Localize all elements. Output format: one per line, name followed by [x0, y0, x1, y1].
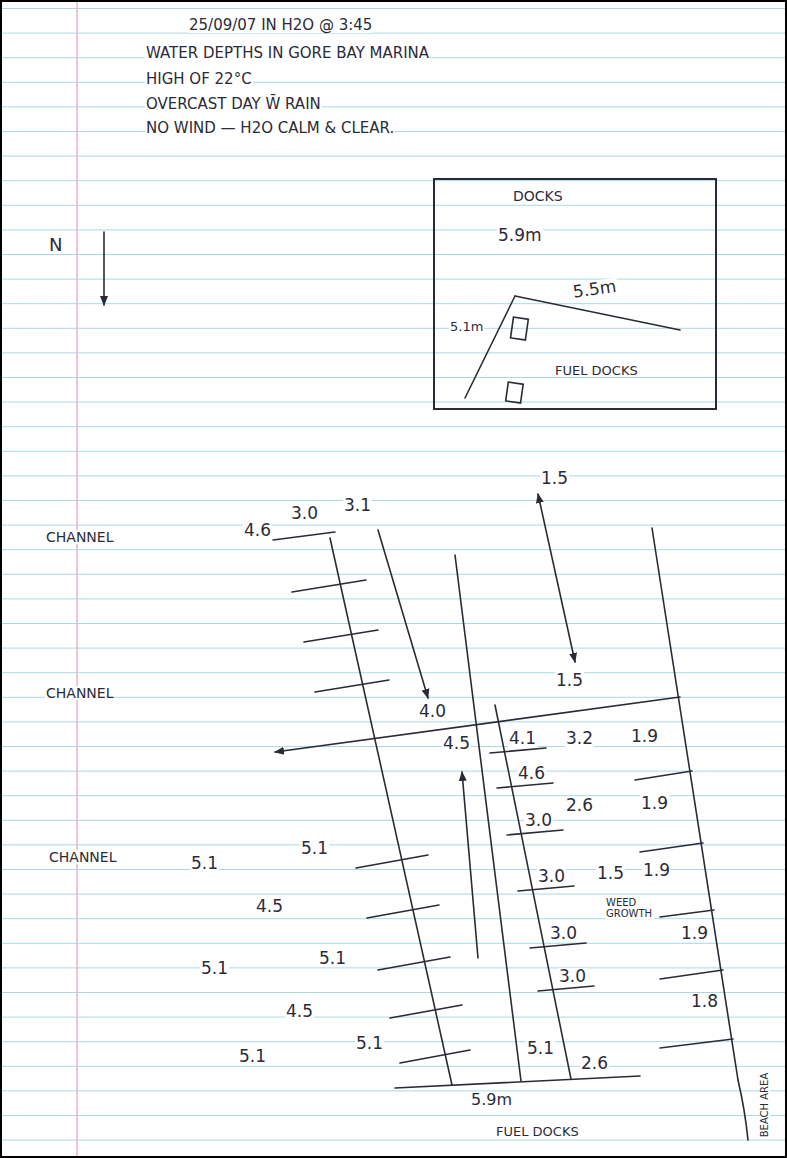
depth-value: 1.9: [630, 728, 659, 745]
depth-value: 5.1: [526, 1040, 555, 1057]
slip-finger: [390, 1005, 462, 1018]
depth-value: 1.9: [642, 862, 671, 879]
depth-value: 4.5: [255, 898, 284, 915]
depth-value: 5.9m: [470, 1092, 513, 1108]
depth-value: 2.6: [580, 1055, 609, 1072]
depth-arrow: [538, 494, 575, 662]
field-note: OVERCAST DAY W̄ RAIN: [145, 97, 322, 112]
pier-line: [455, 555, 521, 1081]
depth-arrow: [462, 772, 478, 958]
depth-note: 5.9m: [497, 227, 543, 244]
slip-finger: [518, 886, 574, 891]
slip-finger: [530, 943, 586, 948]
depth-value: 5.1: [190, 855, 219, 872]
slip-finger: [660, 910, 714, 917]
depth-value: 1.5: [540, 470, 569, 487]
sketch-title: WATER DEPTHS IN GORE BAY MARINA: [145, 46, 430, 61]
depth-value: 5.1: [300, 840, 329, 857]
slip-finger: [367, 905, 439, 918]
depth-value: 3.0: [290, 505, 319, 522]
depth-value: 4.6: [243, 522, 272, 539]
fuel-dock-symbol: [511, 317, 529, 340]
slip-finger: [640, 843, 703, 852]
slip-finger: [304, 630, 378, 642]
area-label: FUEL DOCKS: [495, 1125, 580, 1138]
depth-value: 5.1: [200, 960, 229, 977]
depth-value: 1.5: [596, 865, 625, 882]
field-note: NO WIND — H2O CALM & CLEAR.: [145, 121, 395, 136]
depth-value: 3.0: [524, 812, 553, 829]
fuel-dock-line: [395, 1076, 640, 1088]
slip-finger: [490, 748, 546, 753]
depth-value: 5.1: [238, 1048, 267, 1065]
depth-value: 3.0: [558, 968, 587, 985]
depth-value: 2.6: [565, 797, 594, 814]
depth-value: 3.2: [565, 730, 594, 747]
depth-value: 5.1: [355, 1035, 384, 1052]
depth-value: 4.6: [517, 765, 546, 782]
pier-line: [495, 705, 571, 1079]
slip-finger: [315, 680, 389, 692]
pier-line: [330, 538, 452, 1085]
slip-finger: [507, 830, 563, 835]
slip-finger: [497, 783, 553, 788]
field-note: HIGH OF 22°C: [145, 72, 253, 87]
slip-finger: [660, 970, 723, 979]
area-label: BEACH AREA: [760, 1072, 770, 1138]
north-arrow: [103, 232, 105, 305]
slip-finger: [660, 1039, 733, 1048]
area-label: WEED GROWTH: [605, 898, 655, 919]
cross-pier: [275, 697, 680, 752]
depth-note: DOCKS: [512, 189, 564, 203]
slip-finger: [400, 1050, 470, 1063]
depth-value: 5.1: [318, 950, 347, 967]
margin-line: [76, 0, 78, 1158]
depth-value: 3.0: [537, 868, 566, 885]
depth-arrow: [378, 530, 428, 698]
depth-note: FUEL DOCKS: [554, 364, 639, 377]
channel-label: CHANNEL: [48, 850, 117, 864]
depth-value: 4.5: [442, 735, 471, 752]
depth-value: 1.8: [690, 993, 719, 1010]
depth-value: 4.0: [418, 703, 447, 720]
slip-finger: [292, 580, 366, 592]
depth-value: 4.1: [508, 730, 537, 747]
depth-note: 5.1m: [449, 320, 484, 333]
depth-value: 1.9: [640, 795, 669, 812]
depth-value: 1.9: [680, 925, 709, 942]
north-label: N: [48, 236, 63, 254]
channel-label: CHANNEL: [45, 686, 114, 700]
depth-note: 5.5m: [571, 278, 619, 301]
slip-finger: [635, 771, 692, 780]
field-note: 25/09/07 IN H2O @ 3:45: [188, 18, 373, 33]
pier-end: [273, 532, 335, 540]
slip-finger: [378, 957, 450, 970]
pier-line: [515, 296, 680, 330]
depth-value: 1.5: [555, 672, 584, 689]
depth-value: 4.5: [285, 1003, 314, 1020]
fuel-dock-symbol: [506, 382, 523, 403]
depth-value: 3.1: [343, 497, 372, 514]
shore-line: [738, 1080, 748, 1140]
channel-label: CHANNEL: [45, 530, 114, 544]
docks-inset-box: DOCKS 5.9m 5.5m 5.1mFUEL DOCKS: [433, 178, 717, 410]
depth-value: 3.0: [549, 925, 578, 942]
slip-finger: [538, 986, 594, 991]
slip-finger: [356, 855, 428, 868]
